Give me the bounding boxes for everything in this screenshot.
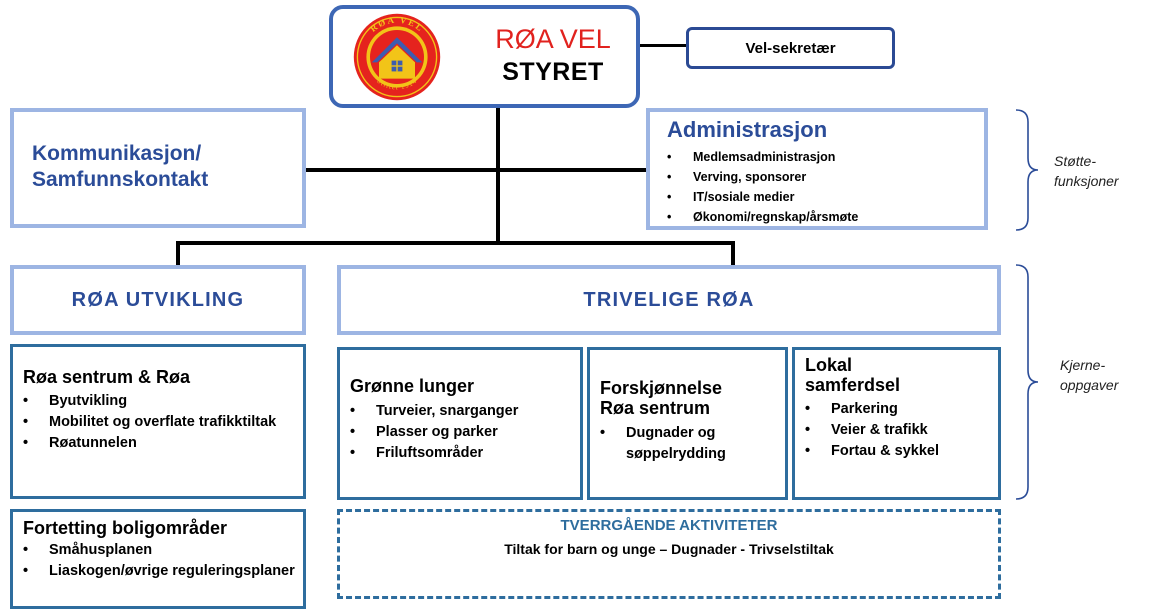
list-item: Byutvikling [23,391,303,412]
list-item: Økonomi/regnskap/årsmøte [667,207,987,227]
forskjonnelse-box: Forskjønnelse Røa sentrum Dugnader og sø… [587,347,788,500]
roa-sentrum-box: Røa sentrum & Røa Byutvikling Mobilitet … [10,344,306,499]
list-item: Fortau & sykkel [805,441,995,462]
connector-trivelige-drop [731,241,735,265]
fortetting-list: Småhusplanen Liaskogen/øvrige regulering… [23,540,303,582]
support-brace-label: Støtte- funksjoner [1054,151,1119,191]
connector-core-horizontal [176,241,735,245]
list-item: Plasser og parker [350,422,580,443]
roa-sentrum-title: Røa sentrum & Røa [23,367,191,387]
list-item: Parkering [805,399,995,420]
fortetting-title: Fortetting boligområder [23,518,227,538]
list-item: Turveier, snarganger [350,401,580,422]
list-item: Røatunnelen [23,433,303,454]
tverrgaende-box [337,509,1001,599]
tverrgaende-text: Tiltak for barn og unge – Dugnader - Tri… [504,541,834,557]
lokal-samferdsel-title: Lokal samferdsel [805,355,995,395]
lokal-samferdsel-title-line2: samferdsel [805,375,901,395]
lokal-samferdsel-title-line1: Lokal [805,355,853,375]
list-item: IT/sosiale medier [667,187,987,207]
connector-board-vertical [496,108,500,243]
forskjonnelse-title-line2: Røa sentrum [600,398,711,418]
list-item: Dugnader og søppelrydding [600,423,785,465]
forskjonnelse-title-line1: Forskjønnelse [600,378,723,398]
list-item: Veier & trafikk [805,420,995,441]
roa-sentrum-list: Byutvikling Mobilitet og overflate trafi… [23,391,303,454]
support-brace-line2: funksjoner [1054,173,1119,189]
gronne-lunger-box: Grønne lunger Turveier, snarganger Plass… [337,347,583,500]
list-item: Medlemsadministrasjon [667,147,987,167]
support-brace-line1: Støtte- [1054,153,1097,169]
gronne-lunger-list: Turveier, snarganger Plasser og parker F… [350,401,580,464]
secretary-box: Vel-sekretær [686,27,895,69]
list-item: Mobilitet og overflate trafikktiltak [23,412,303,433]
communication-title: Kommunikasjon/ Samfunnskontakt [32,141,302,193]
lokal-samferdsel-box: Lokal samferdsel Parkering Veier & trafi… [792,347,1001,500]
roa-vel-logo: RØA VEL Stiftet 1914 [353,13,441,101]
trivelige-roa-header: TRIVELIGE RØA [337,265,1001,335]
core-brace-line1: Kjerne- [1060,357,1106,373]
list-item: Verving, sponsorer [667,167,987,187]
support-brace [1015,109,1039,231]
core-brace-label: Kjerne- oppgaver [1060,355,1118,395]
board-title: RØA VEL [495,24,611,54]
gronne-lunger-title: Grønne lunger [350,376,475,396]
connector-utvikling-drop [176,241,180,265]
forskjonnelse-list: Dugnader og søppelrydding [600,423,785,465]
board-subtitle: STYRET [502,58,604,86]
communication-title-line2: Samfunnskontakt [32,168,209,191]
communication-box [10,108,306,228]
list-item: Friluftsområder [350,443,580,464]
core-brace-line2: oppgaver [1060,377,1119,393]
list-item: Småhusplanen [23,540,303,561]
trivelige-roa-title: TRIVELIGE RØA [583,288,755,311]
connector-board-secretary [640,44,686,47]
core-brace [1015,264,1039,500]
administration-title: Administrasjon [667,117,828,142]
communication-title-line1: Kommunikasjon/ [32,142,202,165]
roa-utvikling-header: RØA UTVIKLING [10,265,306,335]
roa-utvikling-title: RØA UTVIKLING [71,288,245,311]
fortetting-box: Fortetting boligområder Småhusplanen Lia… [10,509,306,609]
lokal-samferdsel-list: Parkering Veier & trafikk Fortau & sykke… [805,399,995,462]
forskjonnelse-title: Forskjønnelse Røa sentrum [600,378,785,418]
tverrgaende-title: TVERRGÅENDE AKTIVITETER [560,517,778,534]
list-item: Liaskogen/øvrige reguleringsplaner [23,561,303,582]
administration-list: Medlemsadministrasjon Verving, sponsorer… [667,147,987,227]
connector-support-horizontal [306,168,646,172]
